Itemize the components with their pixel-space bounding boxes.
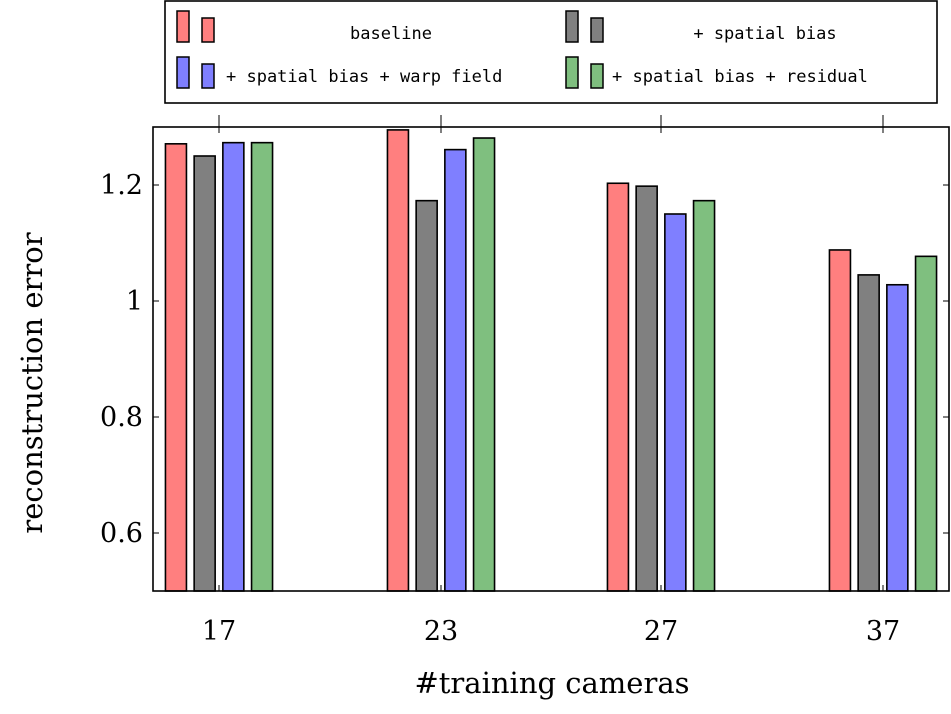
legend-swatch-small	[590, 17, 604, 43]
bar-17-series-3	[222, 141, 245, 592]
legend-box	[164, 0, 938, 104]
legend-swatch	[176, 56, 190, 89]
x-tick-label: 37	[866, 616, 900, 647]
bar-17-series-4	[250, 141, 274, 592]
bar-27-series-3	[664, 213, 687, 592]
bar-23-series-4	[472, 137, 496, 592]
y-axis-ticks: 0.6 0.8 1 1.2	[100, 170, 949, 549]
y-tick-label: 1	[126, 286, 143, 317]
bar-37-series-1	[828, 249, 852, 592]
legend-swatch	[565, 56, 579, 89]
legend: baseline + spatial bias + spatial bias + w…	[164, 0, 938, 104]
y-tick-label: 1.2	[100, 170, 143, 201]
bar-37-series-3	[886, 283, 909, 592]
legend-label: + spatial bias	[693, 24, 836, 44]
x-tick-label: 27	[644, 616, 678, 647]
legend-label: + spatial bias + residual	[612, 67, 868, 87]
bar-17-series-2	[193, 155, 216, 592]
legend-label: + spatial bias + warp field	[226, 67, 502, 87]
bar-23-series-2	[415, 199, 438, 592]
y-tick-label: 0.6	[100, 518, 143, 549]
bar-27-series-2	[635, 185, 658, 592]
bar-17-series-1	[164, 143, 188, 592]
plot-area	[152, 126, 950, 592]
bar-23-series-1	[386, 129, 410, 592]
bar-37-series-2	[857, 274, 880, 592]
bar-37-series-4	[914, 255, 938, 592]
legend-swatch-small	[590, 63, 604, 89]
y-tick-label: 0.8	[100, 402, 143, 433]
bar-23-series-3	[444, 148, 467, 592]
x-axis-ticks: 17 23 27 37	[202, 115, 900, 647]
bar-27-series-4	[692, 199, 716, 592]
legend-swatch	[176, 10, 190, 43]
x-tick-label: 23	[424, 616, 458, 647]
legend-swatch	[565, 10, 579, 43]
x-tick-label: 17	[202, 616, 236, 647]
bar-27-series-1	[606, 182, 630, 592]
legend-swatch-small	[201, 17, 215, 43]
plot-frame	[152, 126, 950, 592]
legend-label: baseline	[350, 24, 432, 44]
legend-swatch-small	[201, 63, 215, 89]
x-axis-label: #training cameras	[414, 666, 689, 700]
y-axis-label: reconstruction error	[15, 232, 49, 533]
